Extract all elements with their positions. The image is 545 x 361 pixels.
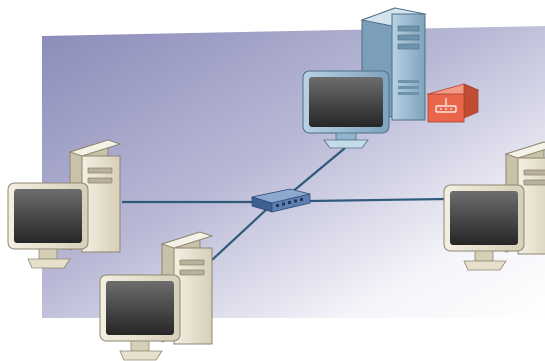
link-switch-bottom	[211, 207, 269, 261]
firewall-icon	[426, 83, 480, 123]
monitor-icon	[302, 70, 390, 149]
link-switch-right	[309, 197, 447, 203]
link-switch-server	[284, 147, 346, 199]
network-switch-icon	[251, 188, 311, 213]
server-tower-icon	[360, 7, 427, 128]
network-links	[122, 147, 447, 261]
